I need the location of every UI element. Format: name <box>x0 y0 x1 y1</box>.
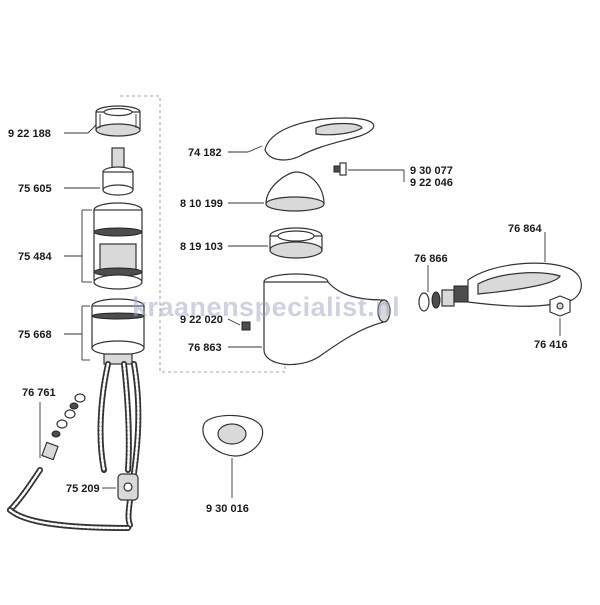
assembly-guide-left <box>120 95 286 373</box>
part-76-416-nozzle-nut <box>549 295 571 317</box>
part-9-30-016-base-plate <box>202 414 264 457</box>
part-8-10-199-cap <box>265 171 325 212</box>
part-76-761-connector-set <box>7 393 131 531</box>
part-9-22-188-nut <box>95 105 141 137</box>
label-76-416: 76 416 <box>534 339 568 351</box>
label-75-209: 75 209 <box>66 483 100 495</box>
part-76-866-connector <box>418 289 455 312</box>
label-75-605: 75 605 <box>18 183 52 195</box>
part-8-19-103-ring <box>269 227 323 259</box>
label-8-19-103: 8 19 103 <box>180 241 223 253</box>
watermark-text: kraanenspecialist.nl <box>132 292 400 322</box>
label-8-10-199: 8 10 199 <box>180 198 223 210</box>
label-76-866: 76 866 <box>414 253 448 265</box>
part-76-863-tap-body <box>263 273 391 366</box>
part-75-668-valve-body <box>91 298 145 365</box>
label-9-22-188: 9 22 188 <box>8 128 51 140</box>
part-75-484-cartridge <box>93 202 143 290</box>
label-75-484: 75 484 <box>18 251 53 263</box>
part-75-605-spindle <box>102 147 134 196</box>
label-9-30-077: 9 30 077 <box>410 165 453 177</box>
label-75-668: 75 668 <box>18 329 52 341</box>
leader-lines <box>39 124 561 498</box>
label-76-863: 76 863 <box>188 342 222 354</box>
part-9-30-077-screw <box>333 162 347 176</box>
label-76-761: 76 761 <box>22 387 56 399</box>
label-76-864: 76 864 <box>508 223 543 235</box>
part-74-182-lever <box>264 117 375 161</box>
label-9-22-046: 9 22 046 <box>410 177 453 189</box>
supply-tubes <box>97 361 142 528</box>
part-9-22-020-grub-screw <box>241 321 251 331</box>
part-75-209-hose-weight <box>117 473 139 501</box>
label-74-182: 74 182 <box>188 147 222 159</box>
part-76-864-spray-head <box>453 262 582 307</box>
label-9-22-020: 9 22 020 <box>180 314 223 326</box>
label-9-30-016: 9 30 016 <box>206 503 249 515</box>
